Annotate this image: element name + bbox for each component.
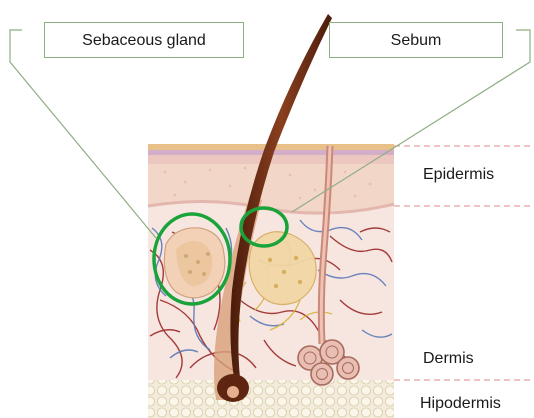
sebaceous-gland: [164, 228, 224, 298]
dermis-label: Dermis: [423, 350, 474, 368]
hair-papilla: [227, 386, 239, 398]
callout-left-leader: [10, 30, 156, 238]
epidermis-label: Epidermis: [423, 166, 494, 184]
sebum-callout: Sebum: [329, 22, 503, 58]
hypodermis-layer: [148, 378, 394, 418]
sebaceous-gland-callout: Sebaceous gland: [44, 22, 244, 58]
hipodermis-label: Hipodermis: [420, 395, 501, 413]
